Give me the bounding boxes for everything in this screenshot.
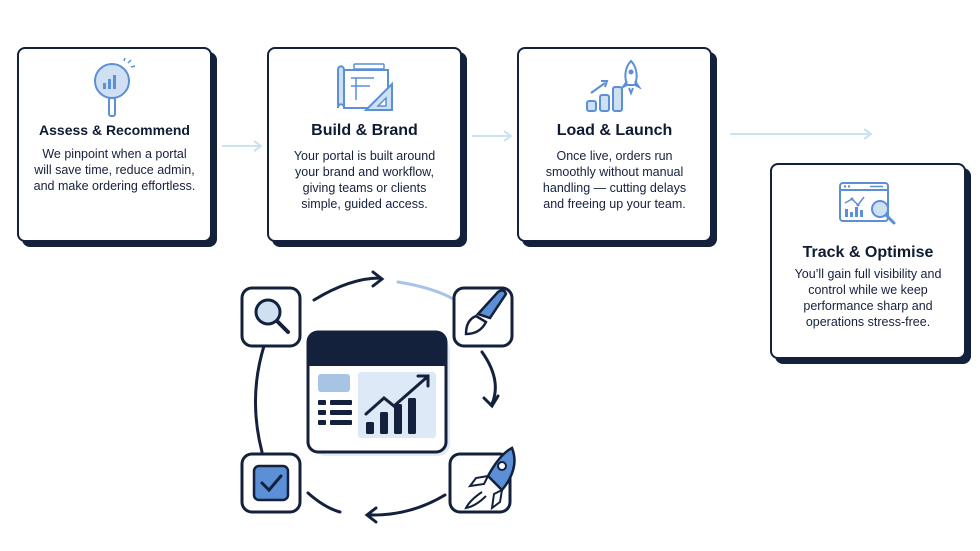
step-card-assess: Assess & Recommend We pinpoint when a po… (17, 47, 212, 242)
dashboard-chart-icon (306, 330, 450, 456)
rocket-growth-icon (585, 59, 642, 112)
process-cycle-illustration (240, 270, 516, 524)
step-description: We pinpoint when a portal will save time… (33, 147, 196, 193)
cycle-arc-right (480, 350, 497, 406)
connector-arrow-3 (730, 128, 873, 140)
step-title: Track & Optimise (802, 244, 934, 261)
cycle-arc-left-lower (306, 491, 342, 514)
blueprint-tools-icon (336, 63, 393, 111)
step-title: Assess & Recommend (39, 122, 190, 138)
search-icon (240, 286, 302, 348)
paintbrush-icon (452, 286, 514, 348)
cycle-arc-top (312, 276, 382, 302)
step-description: Your portal is built around your brand a… (293, 149, 436, 211)
dashboard-magnifier-icon (839, 182, 896, 225)
connector-arrow-1 (222, 140, 263, 152)
cycle-arrow-bottom (364, 506, 378, 524)
step-description: You’ll gain full visibility and control … (794, 267, 942, 329)
checkbox-icon (240, 452, 302, 514)
step-card-launch: Load & Launch Once live, orders run smoo… (517, 47, 712, 242)
step-title: Build & Brand (311, 122, 418, 139)
cycle-arrow-top (371, 270, 385, 288)
magnifier-chart-icon (93, 57, 135, 117)
cycle-arc-bottom (368, 493, 447, 517)
step-card-build: Build & Brand Your portal is built aroun… (267, 47, 462, 242)
cycle-arrow-right (482, 394, 500, 409)
rocket-icon (448, 446, 516, 514)
cycle-arc-highlight (396, 280, 457, 302)
connector-arrow-2 (472, 130, 513, 142)
cycle-arc-left (253, 344, 266, 454)
step-title: Load & Launch (556, 122, 673, 139)
step-description: Once live, orders run smoothly without m… (542, 149, 687, 211)
step-card-track: Track & Optimise You’ll gain full visibi… (770, 163, 966, 359)
